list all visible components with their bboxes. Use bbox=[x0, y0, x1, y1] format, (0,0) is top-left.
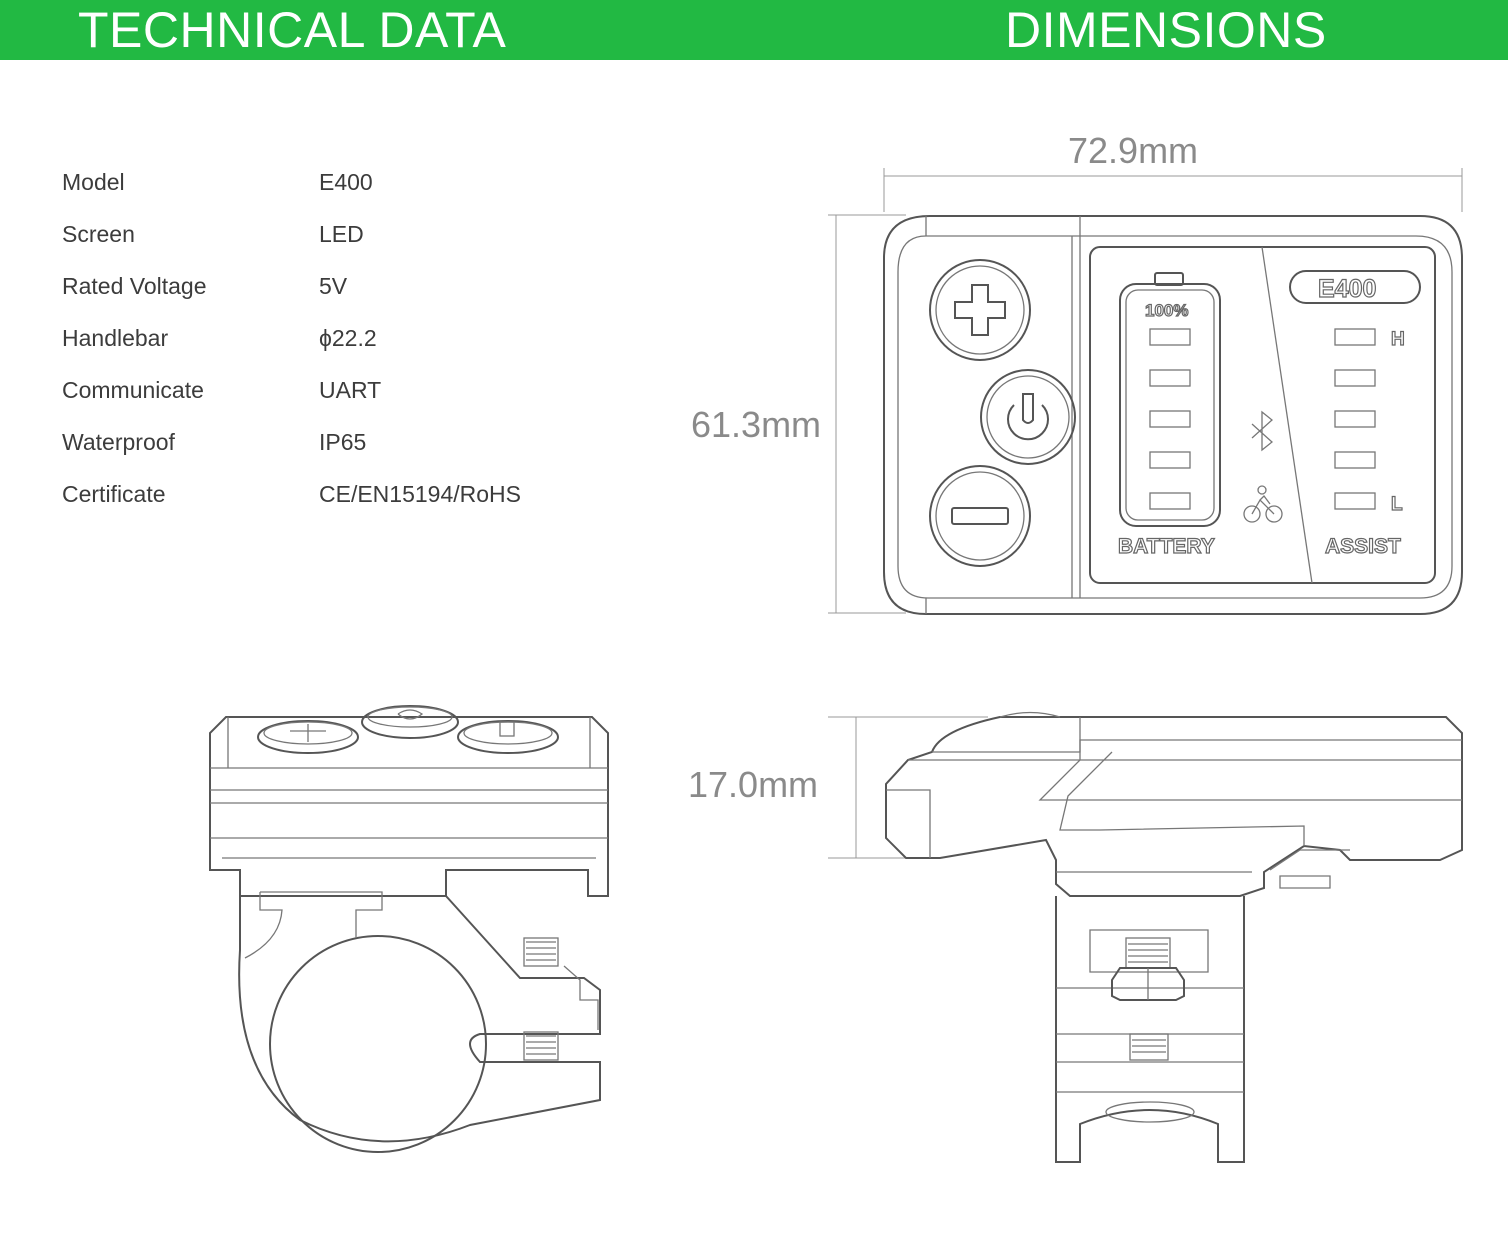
spec-value: IP65 bbox=[319, 429, 367, 455]
width-dimension: 72.9mm bbox=[1068, 130, 1198, 171]
spec-value: E400 bbox=[319, 169, 373, 195]
height-dimension: 61.3mm bbox=[691, 404, 821, 445]
dimensions-title: DIMENSIONS bbox=[1005, 2, 1327, 58]
battery-percent: 100% bbox=[1145, 301, 1188, 320]
cyclist-icon bbox=[1243, 485, 1283, 523]
spec-row: Model E400 bbox=[62, 166, 582, 218]
front-side-view-drawing bbox=[209, 705, 609, 1153]
spec-row: Handlebar ϕ22.2 bbox=[62, 322, 582, 374]
spec-row: Screen LED bbox=[62, 218, 582, 270]
technical-data-title: TECHNICAL DATA bbox=[78, 2, 507, 58]
bluetooth-icon bbox=[1251, 410, 1274, 452]
spec-row: Waterproof IP65 bbox=[62, 426, 582, 478]
model-badge: E400 bbox=[1318, 275, 1376, 303]
minus-button-icon[interactable] bbox=[929, 465, 1031, 567]
front-view-drawing: 72.9mm 61.3mm 100% bbox=[691, 130, 1463, 615]
battery-label: BATTERY bbox=[1118, 535, 1215, 558]
spec-value: ϕ22.2 bbox=[319, 325, 377, 351]
spec-value: LED bbox=[319, 221, 364, 247]
spec-value: 5V bbox=[319, 273, 348, 299]
spec-table: Model E400 Screen LED Rated Voltage 5V H… bbox=[62, 166, 582, 530]
side-view-drawing: 17.0mm bbox=[688, 711, 1463, 1163]
spec-label: Communicate bbox=[62, 377, 204, 403]
spec-value: CE/EN15194/RoHS bbox=[319, 481, 521, 507]
spec-label: Screen bbox=[62, 221, 135, 247]
assist-label: ASSIST bbox=[1325, 535, 1401, 558]
spec-row: Communicate UART bbox=[62, 374, 582, 426]
depth-dimension: 17.0mm bbox=[688, 764, 818, 805]
assist-low-label: L bbox=[1391, 494, 1403, 515]
header-bar: TECHNICAL DATA DIMENSIONS bbox=[0, 0, 1508, 60]
assist-high-label: H bbox=[1391, 329, 1405, 350]
power-button-icon[interactable] bbox=[980, 369, 1076, 465]
spec-value: UART bbox=[319, 377, 382, 403]
spec-label: Waterproof bbox=[62, 429, 175, 455]
spec-row: Rated Voltage 5V bbox=[62, 270, 582, 322]
plus-button-icon[interactable] bbox=[929, 259, 1031, 361]
spec-label: Rated Voltage bbox=[62, 273, 207, 299]
spec-label: Certificate bbox=[62, 481, 166, 507]
spec-label: Handlebar bbox=[62, 325, 169, 351]
spec-row: Certificate CE/EN15194/RoHS bbox=[62, 478, 582, 530]
spec-label: Model bbox=[62, 169, 125, 195]
